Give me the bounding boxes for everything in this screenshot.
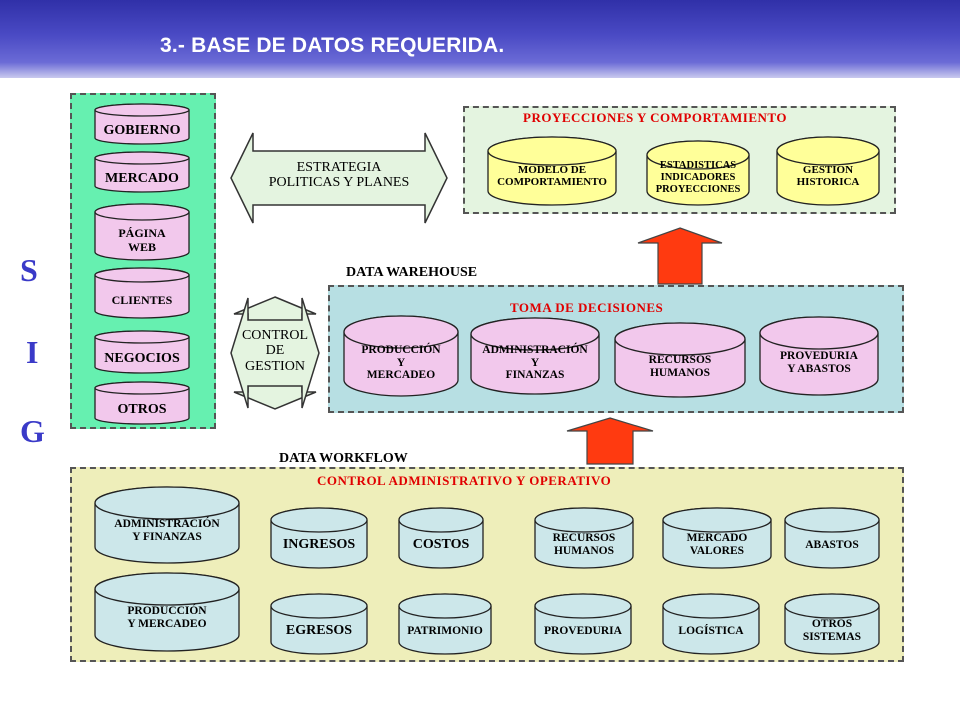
strategy-double-arrow: ESTRATEGIA POLITICAS Y PLANES bbox=[230, 132, 448, 224]
projection-statistics-cylinder: ESTADISTICAS INDICADORES PROYECCIONES bbox=[646, 140, 750, 206]
sig-letter-g: G bbox=[20, 413, 45, 449]
workflow-proveduria-cylinder-label: PROVEDURIA bbox=[544, 624, 622, 637]
source-pagina-web-cylinder-label: PÁGINA WEB bbox=[118, 226, 166, 254]
workflow-production-cylinder-label: PRODUCCIÓN Y MERCADEO bbox=[127, 605, 207, 630]
source-otros-cylinder: OTROS bbox=[94, 381, 190, 425]
workflow-patrimonio-cylinder-label: PATRIMONIO bbox=[407, 624, 483, 637]
warehouse-human-resources-cylinder: RECURSOS HUMANOS bbox=[614, 322, 746, 398]
workflow-abastos-cylinder-label: ABASTOS bbox=[805, 538, 859, 551]
strategy-arrow-shape bbox=[230, 132, 448, 224]
workflow-ingresos-cylinder: INGRESOS bbox=[270, 507, 368, 569]
sig-letter-s: S bbox=[20, 252, 38, 288]
source-negocios-cylinder: NEGOCIOS bbox=[94, 330, 190, 374]
control-arrow-overlay bbox=[230, 297, 320, 409]
projection-statistics-cylinder-label: ESTADISTICAS INDICADORES PROYECCIONES bbox=[655, 160, 741, 195]
workflow-abastos-cylinder: ABASTOS bbox=[784, 507, 880, 569]
projections-title: PROYECCIONES Y COMPORTAMIENTO bbox=[523, 110, 787, 125]
workflow-administration-cylinder: ADMINISTRACIÓN Y FINANZAS bbox=[94, 486, 240, 564]
slide-title: 3.- BASE DE DATOS REQUERIDA. bbox=[160, 34, 505, 57]
data-warehouse-label: DATA WAREHOUSE bbox=[346, 265, 478, 280]
control-double-arrow: CONTROL DE GESTION bbox=[230, 296, 320, 410]
decision-making-title: TOMA DE DECISIONES bbox=[510, 300, 664, 315]
workflow-proveduria-cylinder: PROVEDURIA bbox=[534, 593, 632, 655]
workflow-recursos-humanos-cylinder: RECURSOS HUMANOS bbox=[534, 507, 634, 569]
source-gobierno-cylinder-label: GOBIERNO bbox=[103, 122, 181, 138]
workflow-costos-cylinder: COSTOS bbox=[398, 507, 484, 569]
warehouse-administration-cylinder-label: ADMINISTRACIÓN Y FINANZAS bbox=[482, 343, 588, 382]
workflow-ingresos-cylinder-label: INGRESOS bbox=[282, 537, 356, 553]
projection-behavior-model-cylinder-label: MODELO DE COMPORTAMIENTO bbox=[497, 163, 607, 188]
workflow-mercado-valores-cylinder: MERCADO VALORES bbox=[662, 507, 772, 569]
workflow-logistica-cylinder-label: LOGÍSTICA bbox=[678, 624, 744, 637]
projection-behavior-model-cylinder: MODELO DE COMPORTAMIENTO bbox=[487, 136, 617, 206]
red-up-arrow-bottom bbox=[566, 417, 654, 465]
workflow-egresos-cylinder: EGRESOS bbox=[270, 593, 368, 655]
projection-historic-management-cylinder-label: GESTION HISTORICA bbox=[796, 163, 860, 188]
source-mercado-cylinder-label: MERCADO bbox=[105, 170, 179, 186]
slide-header: 3.- BASE DE DATOS REQUERIDA. bbox=[0, 0, 960, 78]
warehouse-production-cylinder: PRODUCCIÓN Y MERCADEO bbox=[343, 315, 459, 397]
workflow-logistica-cylinder: LOGÍSTICA bbox=[662, 593, 760, 655]
projection-historic-management-cylinder: GESTION HISTORICA bbox=[776, 136, 880, 206]
control-arrow-label: CONTROL DE GESTION bbox=[241, 328, 309, 374]
source-clientes-cylinder: CLIENTES bbox=[94, 267, 190, 319]
workflow-costos-cylinder-label: COSTOS bbox=[412, 537, 470, 553]
workflow-production-cylinder: PRODUCCIÓN Y MERCADEO bbox=[94, 572, 240, 652]
red-up-arrow-top bbox=[637, 227, 723, 285]
admin-control-title: CONTROL ADMINISTRATIVO Y OPERATIVO bbox=[317, 473, 612, 488]
warehouse-production-cylinder-label: PRODUCCIÓN Y MERCADEO bbox=[361, 343, 441, 382]
source-clientes-cylinder-label: CLIENTES bbox=[111, 292, 173, 307]
workflow-otros-sistemas-cylinder-label: OTROS SISTEMAS bbox=[802, 618, 862, 643]
source-pagina-web-cylinder: PÁGINA WEB bbox=[94, 203, 190, 261]
source-negocios-cylinder-label: NEGOCIOS bbox=[104, 350, 180, 366]
warehouse-administration-cylinder: ADMINISTRACIÓN Y FINANZAS bbox=[470, 317, 600, 395]
workflow-otros-sistemas-cylinder: OTROS SISTEMAS bbox=[784, 593, 880, 655]
warehouse-human-resources-cylinder-label: RECURSOS HUMANOS bbox=[648, 354, 712, 379]
warehouse-procurement-cylinder-label: PROVEDURIA Y ABASTOS bbox=[780, 350, 858, 375]
workflow-administration-cylinder-label: ADMINISTRACIÓN Y FINANZAS bbox=[114, 518, 220, 543]
workflow-mercado-valores-cylinder-label: MERCADO VALORES bbox=[686, 532, 748, 557]
workflow-egresos-cylinder-label: EGRESOS bbox=[285, 623, 353, 639]
source-mercado-cylinder: MERCADO bbox=[94, 151, 190, 193]
workflow-patrimonio-cylinder: PATRIMONIO bbox=[398, 593, 492, 655]
workflow-recursos-humanos-cylinder-label: RECURSOS HUMANOS bbox=[552, 532, 616, 557]
source-otros-cylinder-label: OTROS bbox=[117, 401, 167, 417]
warehouse-procurement-cylinder: PROVEDURIA Y ABASTOS bbox=[759, 316, 879, 396]
strategy-arrow-label: ESTRATEGIA POLITICAS Y PLANES bbox=[268, 160, 410, 191]
sig-letter-i: I bbox=[26, 334, 39, 370]
source-gobierno-cylinder: GOBIERNO bbox=[94, 103, 190, 145]
data-workflow-label: DATA WORKFLOW bbox=[279, 451, 408, 466]
